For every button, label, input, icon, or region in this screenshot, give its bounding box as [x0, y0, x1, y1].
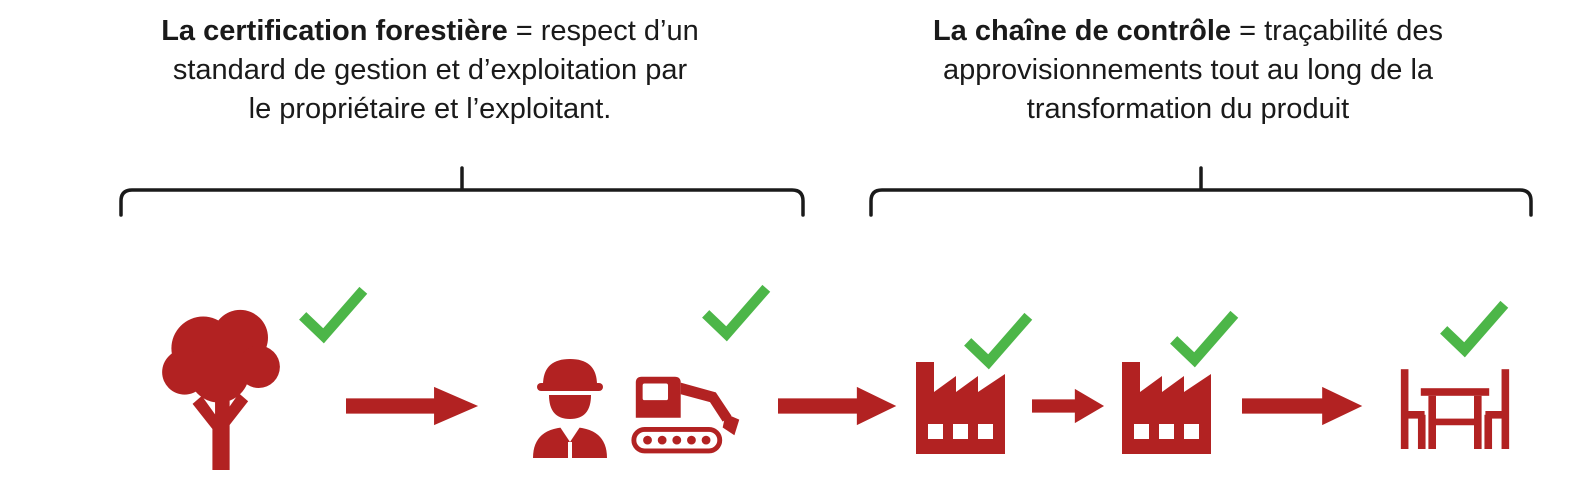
caption-chain-of-custody: La chaîne de contrôle = traçabilité des …: [856, 12, 1520, 129]
caption-line-2: standard de gestion et d’exploitation pa…: [172, 54, 688, 86]
check-icon: [702, 284, 771, 342]
check-icon: [964, 312, 1033, 370]
caption-bold-term: La certification forestière: [161, 15, 508, 47]
caption-forest-certification: La certification forestière = respect d’…: [98, 12, 762, 129]
caption-line-1: La certification forestière = respect d’…: [98, 12, 762, 51]
caption-line-2: approvisionnements tout au long de la: [942, 54, 1434, 86]
arrow-right-icon: [778, 386, 897, 426]
overbrace-right-icon: [869, 166, 1533, 217]
caption-line-3: le propriétaire et l’exploitant.: [248, 93, 612, 125]
arrow-right-icon: [1242, 386, 1363, 426]
factory-icon: [916, 362, 1005, 454]
arrow-right-icon: [346, 386, 479, 426]
excavator-icon: [631, 376, 740, 454]
tree-icon: [162, 309, 280, 470]
arrow-right-icon: [1032, 388, 1105, 424]
caption-line-1: La chaîne de contrôle = traçabilité des: [856, 12, 1520, 51]
check-icon: [1440, 300, 1509, 358]
table-and-chairs-icon: [1400, 369, 1510, 449]
caption-text: = traçabilité des: [1231, 15, 1444, 47]
factory-icon: [1122, 362, 1211, 454]
overbrace-left-icon: [119, 166, 805, 217]
caption-text: = respect d’un: [507, 15, 699, 47]
check-icon: [1170, 310, 1239, 368]
worker-icon: [533, 359, 607, 458]
check-icon: [299, 286, 368, 344]
caption-line-3: transformation du produit: [1026, 93, 1350, 125]
caption-bold-term: La chaîne de contrôle: [932, 15, 1232, 47]
